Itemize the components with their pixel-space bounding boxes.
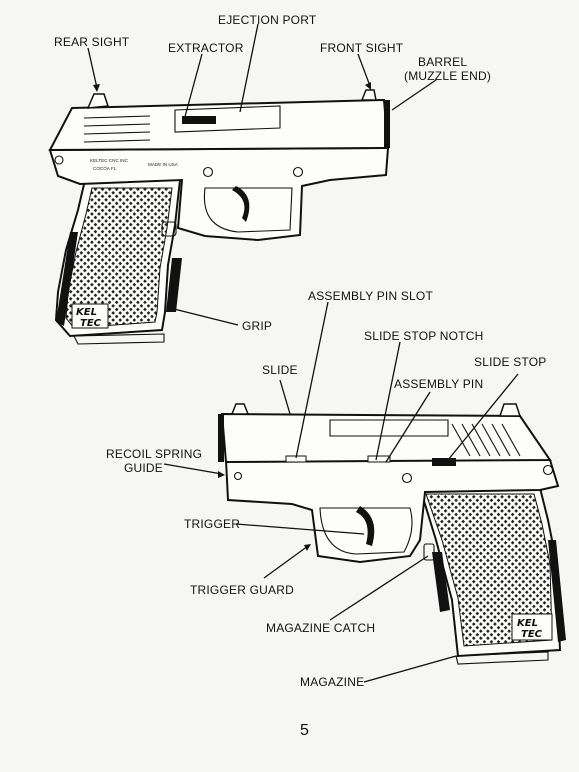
label-recoil-spring-guide: GUIDE xyxy=(124,461,163,475)
leader-rear-sight xyxy=(87,47,98,89)
label-recoil-spring: RECOIL SPRING xyxy=(106,447,202,461)
leader-lines xyxy=(87,23,519,683)
leader-extractor xyxy=(182,53,203,125)
label-slide: SLIDE xyxy=(262,363,298,377)
label-ejection-port: EJECTION PORT xyxy=(218,13,317,27)
svg-text:KEL: KEL xyxy=(517,618,538,629)
label-trigger-guard: TRIGGER GUARD xyxy=(190,583,294,597)
leader-recoil-spring-guide xyxy=(163,463,223,475)
kel-tec-logo-bottom: KEL TEC xyxy=(511,613,553,641)
label-magazine: MAGAZINE xyxy=(300,675,364,689)
svg-text:KEL: KEL xyxy=(76,307,97,318)
label-slide-stop: SLIDE STOP xyxy=(474,355,546,369)
leader-assembly-pin xyxy=(385,391,431,463)
leader-slide xyxy=(279,379,291,415)
leader-barrel xyxy=(391,79,437,111)
leader-grip xyxy=(169,307,239,326)
leader-slide-stop xyxy=(447,373,519,461)
svg-text:TEC: TEC xyxy=(80,318,102,329)
leader-front-sight xyxy=(357,53,371,87)
svg-text:TEC: TEC xyxy=(521,629,543,640)
leader-ejection-port xyxy=(239,23,259,113)
label-trigger: TRIGGER xyxy=(184,517,240,531)
frame-marking-line-3: MADE IN USA xyxy=(148,162,179,167)
label-barrel-muzzle-end: (MUZZLE END) xyxy=(404,69,491,83)
leader-assembly-pin-slot xyxy=(295,301,329,459)
frame-marking-line-2: COCOA FL xyxy=(93,166,117,171)
top-pistol-drawing: KEL TEC KELTEC CNC INC COCOA FL MADE IN … xyxy=(48,89,390,345)
label-rear-sight: REAR SIGHT xyxy=(54,35,130,49)
label-magazine-catch: MAGAZINE CATCH xyxy=(266,621,375,635)
label-assembly-pin: ASSEMBLY PIN xyxy=(394,377,483,391)
leader-slide-stop-notch xyxy=(375,341,401,461)
leader-magazine xyxy=(363,655,457,683)
label-front-sight: FRONT SIGHT xyxy=(320,41,404,55)
leader-trigger xyxy=(235,523,365,535)
frame-marking-line-1: KELTEC CNC INC xyxy=(90,158,129,163)
bottom-pistol-drawing: KEL TEC xyxy=(218,403,566,665)
part-labels: EJECTION PORT REAR SIGHT EXTRACTOR FRONT… xyxy=(54,13,546,739)
leader-trigger-guard xyxy=(263,545,309,579)
kel-tec-logo-top: KEL TEC xyxy=(71,303,109,329)
label-assembly-pin-slot: ASSEMBLY PIN SLOT xyxy=(308,289,433,303)
label-barrel: BARREL xyxy=(418,55,467,69)
leader-magazine-catch xyxy=(329,555,429,621)
label-grip: GRIP xyxy=(242,319,272,333)
page-number: 5 xyxy=(300,722,309,739)
label-slide-stop-notch: SLIDE STOP NOTCH xyxy=(364,329,483,343)
label-extractor: EXTRACTOR xyxy=(168,41,244,55)
